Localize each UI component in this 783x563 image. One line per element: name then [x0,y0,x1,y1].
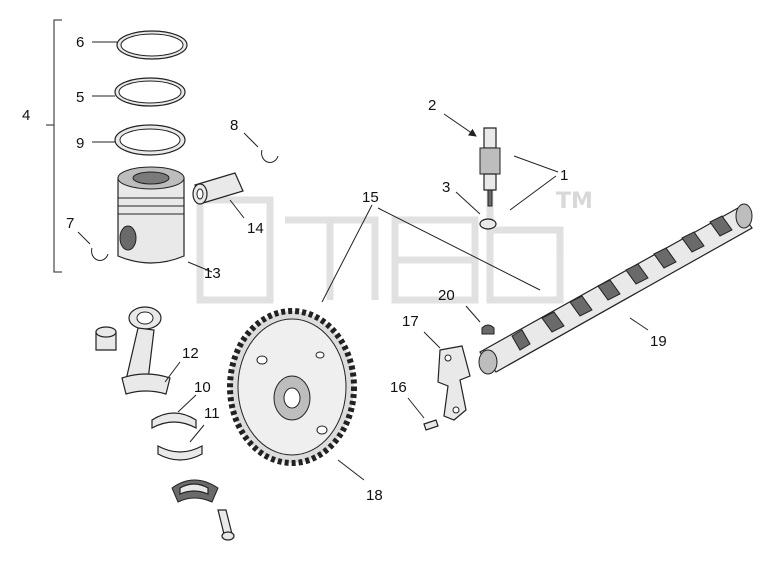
watermark-logo: TM [196,189,593,304]
piston-pin [192,172,245,219]
callout-12: 12 [182,345,199,362]
camshaft [478,203,753,375]
camshaft-gear [227,204,373,481]
thrust-plate-bolt [407,397,439,431]
callout-16: 16 [390,379,407,396]
callout-9: 9 [76,135,84,152]
thrust-plate [423,331,471,421]
callout-2: 2 [428,97,436,114]
injector-washer [455,191,497,230]
watermark-trademark: TM [556,189,593,214]
woodruff-key [465,305,495,335]
callout-13: 13 [204,265,221,282]
snap-ring-7 [77,231,109,261]
piston-kit-bracket [46,19,62,273]
callout-11: 11 [204,405,220,422]
callout-15: 15 [362,189,379,206]
callout-7: 7 [66,215,74,232]
callout-10: 10 [194,379,211,396]
callout-1: 1 [560,167,568,184]
callout-18: 18 [366,487,383,504]
piston-ring-5 [92,77,186,107]
callout-8: 8 [230,117,238,134]
bearing-shell-10 [151,394,197,430]
callout-5: 5 [76,89,84,106]
piston-ring-9 [92,124,186,156]
callout-4: 4 [22,107,30,124]
callout-14: 14 [247,220,264,237]
bearing-shell-11 [157,424,205,461]
pin-bushing [95,326,117,351]
connecting-rod [121,306,181,395]
snap-ring-8 [243,132,279,163]
rod-cap [171,479,219,503]
rod-bolt [217,509,235,541]
callout-19: 19 [650,333,667,350]
fuel-injector [443,113,559,211]
callout-20: 20 [438,287,455,304]
callout-17: 17 [402,313,419,330]
piston [117,166,213,273]
piston-ring-6 [92,30,188,60]
callout-3: 3 [442,179,450,196]
callout-6: 6 [76,34,84,51]
